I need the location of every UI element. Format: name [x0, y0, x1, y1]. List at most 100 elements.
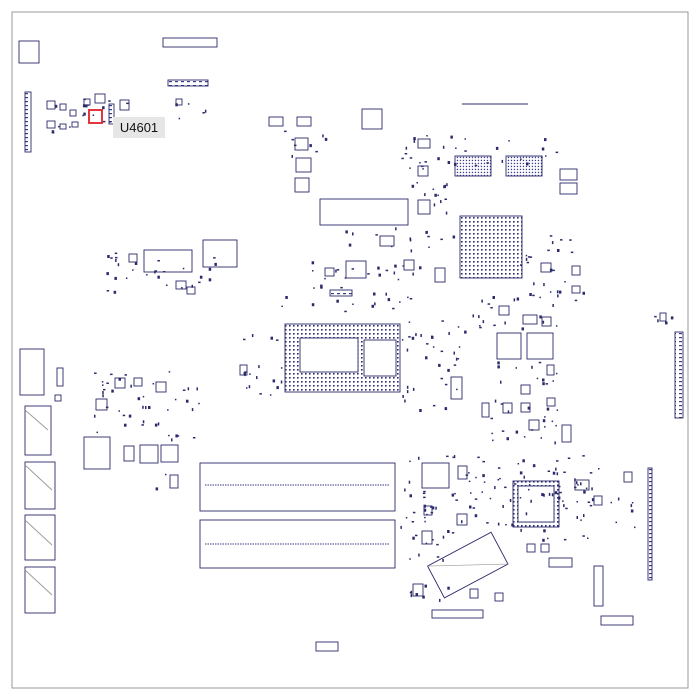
- passive-pad: [58, 125, 60, 128]
- passive-pad: [204, 109, 207, 113]
- passive-pad: [406, 348, 409, 352]
- passive-pad: [451, 493, 455, 497]
- passive-pad: [394, 264, 397, 268]
- passive-pad: [145, 406, 147, 410]
- passive-pad: [154, 270, 156, 274]
- passive-pad: [536, 377, 539, 380]
- passive-pad: [452, 456, 454, 459]
- passive-pad: [532, 294, 535, 297]
- passive-pad: [424, 584, 427, 588]
- passive-pad: [118, 377, 121, 381]
- passive-pad: [409, 237, 411, 241]
- passive-pad: [560, 239, 563, 241]
- passive-pad: [375, 234, 378, 236]
- passive-pad: [486, 162, 489, 164]
- passive-pad: [280, 380, 283, 384]
- passive-pad: [294, 144, 297, 147]
- component[interactable]: [18, 40, 40, 64]
- passive-pad: [556, 460, 559, 462]
- highlight-marker[interactable]: [88, 109, 103, 124]
- passive-components[interactable]: [51, 98, 674, 602]
- passive-pad: [126, 102, 129, 105]
- passive-pad: [490, 307, 493, 309]
- passive-pad: [378, 273, 381, 277]
- passive-pad: [102, 120, 106, 123]
- passive-pad: [165, 473, 167, 476]
- passive-pad: [547, 537, 549, 540]
- passive-pad: [208, 267, 212, 271]
- passive-pad: [475, 476, 477, 479]
- passive-pad: [405, 517, 408, 519]
- rotated-chip[interactable]: [426, 531, 509, 599]
- passive-pad: [519, 497, 522, 499]
- passive-pad: [101, 381, 104, 383]
- passive-pad: [555, 325, 558, 327]
- passive-pad: [443, 185, 446, 189]
- passive-pad: [504, 486, 507, 489]
- passive-pad: [657, 319, 659, 323]
- passive-pad: [576, 516, 578, 519]
- passive-pad: [272, 379, 276, 383]
- passive-pad: [543, 529, 546, 533]
- passive-pad: [631, 502, 634, 504]
- passive-pad: [344, 277, 347, 279]
- passive-pad: [445, 211, 448, 215]
- passive-pad: [181, 287, 183, 289]
- passive-pad: [426, 513, 428, 516]
- passive-pad: [634, 526, 636, 529]
- passive-pad: [410, 590, 413, 594]
- passive-pad: [589, 472, 593, 474]
- passive-pad: [393, 271, 396, 275]
- passive-pad: [391, 245, 393, 248]
- passive-pad: [523, 475, 525, 479]
- passive-pad: [114, 252, 118, 255]
- passive-pad: [508, 140, 510, 142]
- passive-pad: [501, 159, 504, 163]
- passive-pad: [392, 307, 395, 310]
- passive-pad: [186, 399, 189, 403]
- passive-pad: [285, 296, 288, 299]
- passive-pad: [507, 410, 510, 414]
- passive-pad: [440, 350, 444, 353]
- passive-pad: [565, 507, 568, 510]
- passive-pad: [102, 106, 105, 110]
- passive-pad: [419, 409, 422, 412]
- passive-pad: [400, 525, 402, 529]
- passive-pad: [569, 239, 572, 241]
- passive-pad: [424, 161, 427, 163]
- passive-pad: [532, 464, 536, 468]
- passive-pad: [128, 414, 132, 418]
- passive-pad: [574, 486, 577, 489]
- passive-pad: [541, 156, 543, 159]
- passive-pad: [415, 333, 417, 337]
- passive-pad: [399, 301, 401, 303]
- passive-pad: [412, 387, 415, 391]
- passive-pad: [419, 266, 422, 270]
- passive-pad: [154, 270, 157, 272]
- component[interactable]: [162, 37, 218, 48]
- passive-pad: [410, 249, 413, 253]
- passive-pad: [541, 493, 544, 497]
- passive-pad: [491, 432, 493, 435]
- passive-pad: [94, 372, 97, 374]
- passive-pad: [563, 504, 565, 508]
- passive-pad: [515, 430, 519, 434]
- passive-pad: [162, 271, 166, 273]
- passive-pad: [472, 507, 476, 509]
- passive-pad: [395, 227, 397, 231]
- passive-pad: [591, 498, 595, 502]
- passive-pad: [474, 164, 478, 167]
- passive-pad: [146, 274, 148, 276]
- passive-pad: [464, 150, 467, 152]
- passive-pad: [525, 254, 528, 257]
- passive-pad: [470, 492, 472, 494]
- passive-pad: [451, 532, 455, 534]
- passive-pad: [440, 200, 442, 204]
- passive-pad: [411, 521, 415, 523]
- passive-pad: [527, 406, 531, 410]
- passive-pad: [587, 501, 591, 503]
- passive-pad: [243, 372, 246, 376]
- passive-pad: [457, 326, 460, 328]
